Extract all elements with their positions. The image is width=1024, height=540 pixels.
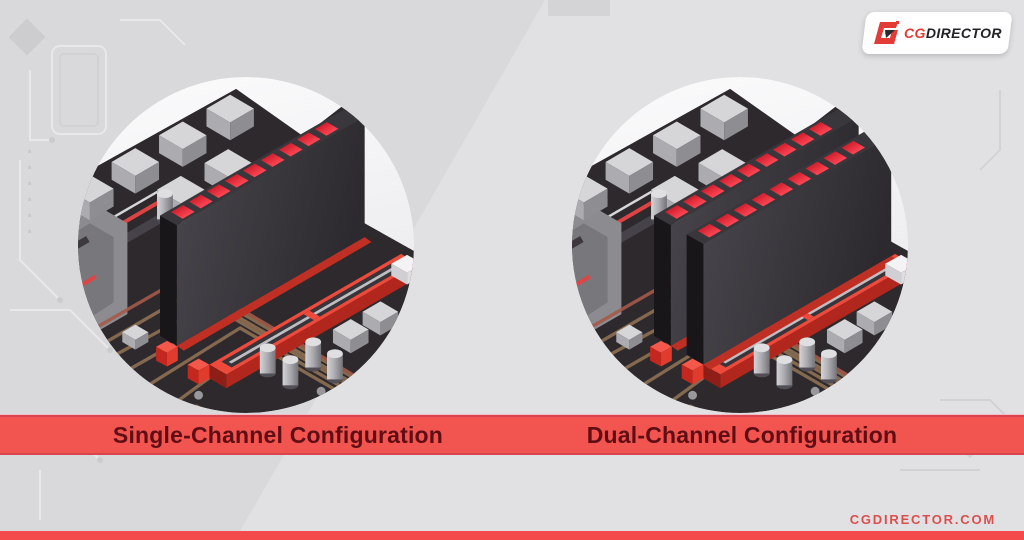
single-channel-illustration	[78, 77, 414, 413]
cgdirector-logo: CGDIRECTOR	[861, 12, 1013, 54]
site-credit: CGDIRECTOR.COM	[849, 512, 996, 527]
cgdirector-g-mark-icon	[873, 21, 899, 44]
caption-banner: Single-Channel Configuration Dual-Channe…	[0, 414, 1024, 455]
dual-channel-label: Dual-Channel Configuration	[586, 421, 898, 448]
bottom-red-bar	[0, 531, 1024, 540]
dual-channel-illustration	[572, 77, 908, 413]
circuit-dots-left	[28, 137, 113, 463]
single-channel-label: Single-Channel Configuration	[112, 421, 444, 448]
logo-text: CGDIRECTOR	[903, 25, 1002, 41]
